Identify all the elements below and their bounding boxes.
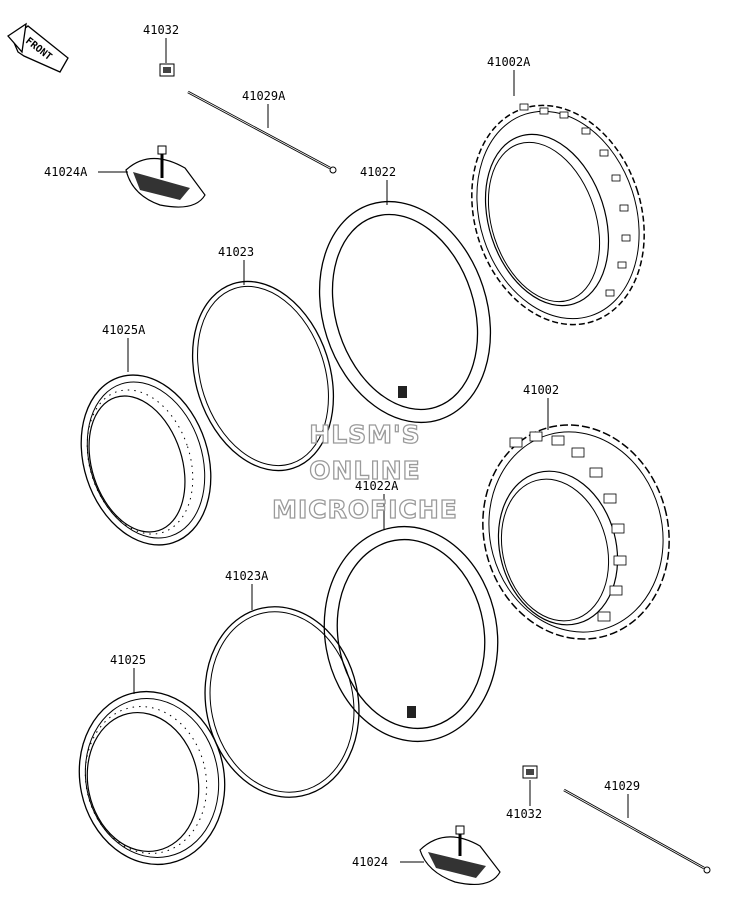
- label-tire-front: 41002A: [487, 55, 531, 69]
- label-spoke-top: 41029A: [242, 89, 286, 103]
- label-rim-front: 41025A: [102, 323, 146, 337]
- valve-cap-top-icon: [159, 63, 175, 77]
- label-rim-band-rear: 41024: [352, 855, 388, 869]
- label-tube-front: 41022: [360, 165, 396, 179]
- front-arrow-icon: FRONT: [7, 22, 69, 73]
- rim-band-rear-icon: [419, 825, 501, 885]
- label-spoke-bottom: 41029: [604, 779, 640, 793]
- rim-band-front-icon: [125, 145, 206, 208]
- label-valve-cap-bottom: 41032: [506, 807, 542, 821]
- front-rim-strip-icon: [191, 280, 335, 472]
- front-rim-icon: [80, 374, 212, 546]
- front-tube-icon: [318, 200, 492, 424]
- label-tube-rear: 41022A: [355, 479, 399, 493]
- watermark-line2: ONLINE: [309, 456, 420, 485]
- front-tire-icon: [471, 103, 645, 326]
- label-rim-strip-front: 41023: [218, 245, 254, 259]
- spoke-top-icon: [187, 90, 337, 174]
- rear-tube-icon: [323, 525, 499, 743]
- watermark-line3: MICROFICHE: [272, 495, 458, 524]
- spoke-bottom-icon: [563, 788, 711, 874]
- rear-rim-strip-icon: [204, 606, 360, 798]
- watermark-line1: HLSM'S: [309, 420, 420, 449]
- rear-rim-icon: [78, 690, 226, 866]
- label-valve-cap-top: 41032: [143, 23, 179, 37]
- label-rim-rear: 41025: [110, 653, 146, 667]
- watermark: HLSM'S ONLINE MICROFICHE: [271, 419, 458, 524]
- valve-cap-bottom-icon: [522, 765, 538, 779]
- label-rim-strip-rear: 41023A: [225, 569, 269, 583]
- rear-tire-icon: [482, 424, 670, 640]
- label-rim-band-front: 41024A: [44, 165, 88, 179]
- label-tire-rear: 41002: [523, 383, 559, 397]
